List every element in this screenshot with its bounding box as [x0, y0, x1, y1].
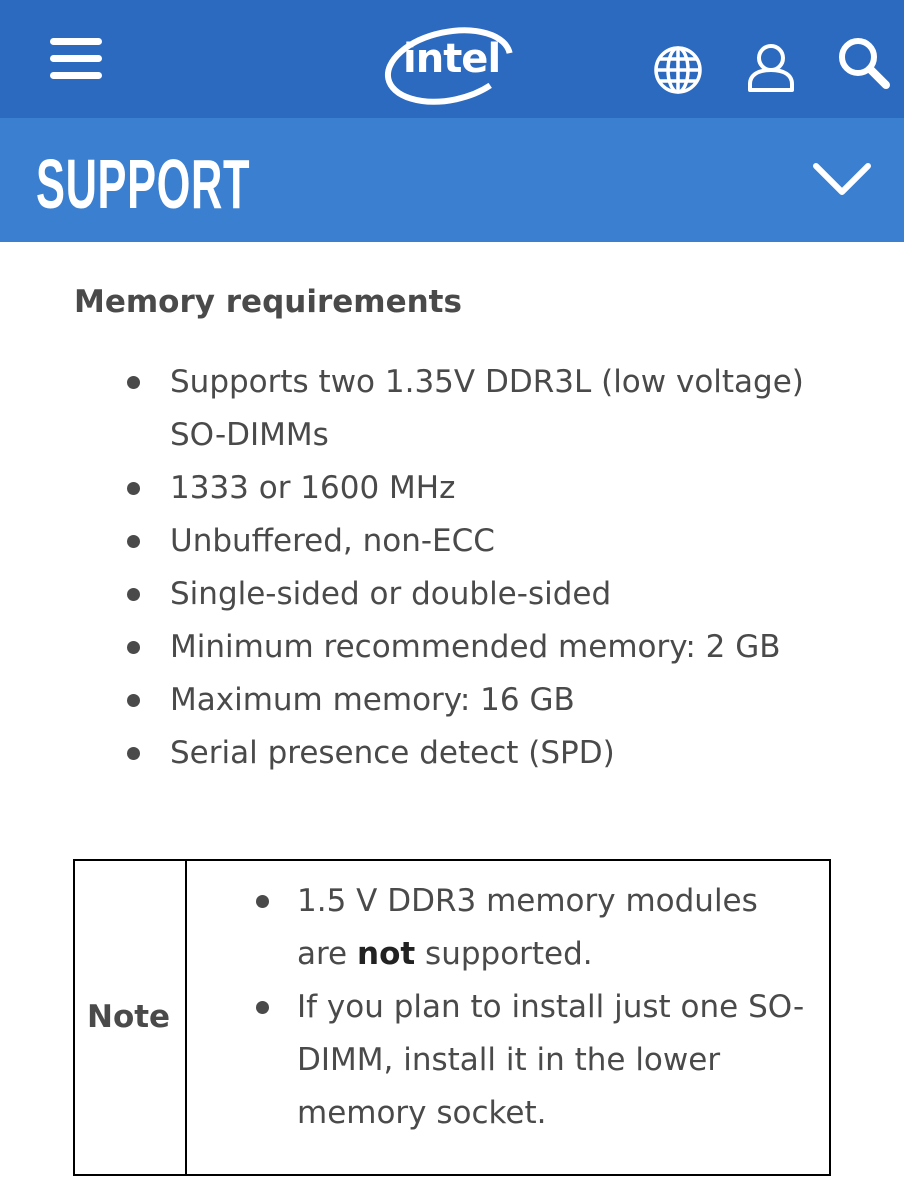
- memory-requirements-list: Supports two 1.35V DDR3L (low voltage) S…: [0, 356, 904, 780]
- note-emphasis: not: [357, 936, 416, 972]
- section-heading: Memory requirements: [74, 284, 462, 320]
- list-item: 1333 or 1600 MHz: [0, 462, 904, 515]
- search-icon[interactable]: [836, 36, 890, 90]
- note-label-cell: Note: [75, 861, 187, 1174]
- note-item-text: 1.5 V DDR3 memory modules are: [297, 883, 758, 972]
- note-item: If you plan to install just one SO-DIMM,…: [187, 981, 827, 1140]
- list-item: Single-sided or double-sided: [0, 568, 904, 621]
- menu-icon[interactable]: [50, 36, 104, 82]
- top-navigation-bar: intel: [0, 0, 904, 126]
- support-bar[interactable]: [0, 118, 904, 242]
- list-item: Minimum recommended memory: 2 GB: [0, 621, 904, 674]
- intel-logo[interactable]: [383, 16, 519, 106]
- list-item: Supports two 1.35V DDR3L (low voltage) S…: [0, 356, 904, 462]
- user-icon[interactable]: [746, 42, 796, 94]
- intel-logo-text: intel: [403, 36, 501, 82]
- note-list: 1.5 V DDR3 memory modules are not suppor…: [187, 875, 827, 1140]
- list-item: Maximum memory: 16 GB: [0, 674, 904, 727]
- note-item: 1.5 V DDR3 memory modules are not suppor…: [187, 875, 827, 981]
- globe-icon[interactable]: [652, 44, 704, 96]
- support-title: SUPPORT: [36, 145, 251, 223]
- chevron-down-icon[interactable]: [812, 160, 872, 200]
- note-label: Note: [87, 999, 171, 1035]
- list-item: Unbuffered, non-ECC: [0, 515, 904, 568]
- list-item: Serial presence detect (SPD): [0, 727, 904, 780]
- note-table: Note 1.5 V DDR3 memory modules are not s…: [73, 859, 831, 1176]
- note-item-text: supported.: [415, 936, 593, 972]
